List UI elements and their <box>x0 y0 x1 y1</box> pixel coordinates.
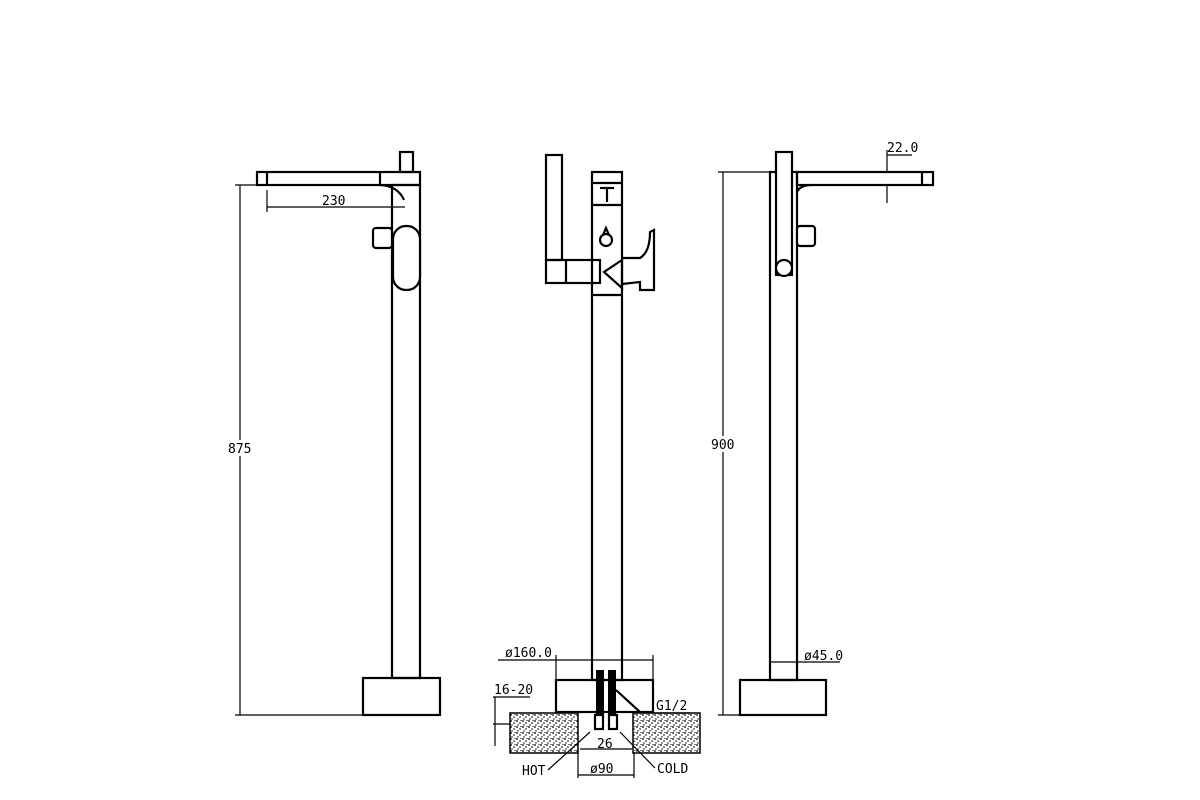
base <box>361 676 442 717</box>
lever-front <box>621 228 656 292</box>
dim-spout-length: 230 <box>322 194 345 209</box>
column-front <box>590 170 624 682</box>
dim-floor-depth: 16-20 <box>494 683 533 698</box>
escutcheon <box>554 678 655 714</box>
floor-left <box>509 712 579 754</box>
dim-pipe-spacing: 26 <box>597 737 613 752</box>
dim-height-left: 875 <box>228 442 251 457</box>
base-right <box>738 678 828 717</box>
thread-label: G1/2 <box>656 699 687 714</box>
shower-holder <box>544 258 602 285</box>
floor-right <box>632 712 701 754</box>
dim-base-diameter: ø90 <box>590 762 613 777</box>
dim-escutcheon-diameter: ø160.0 <box>505 646 552 661</box>
dim-height-right: 900 <box>711 438 734 453</box>
spout-right <box>795 170 935 187</box>
diverter-knob <box>398 150 415 174</box>
side-view-right: 22.0 900 ø45.0 <box>709 141 935 717</box>
keyhole-icon <box>598 232 614 248</box>
connector-right <box>795 224 817 248</box>
hand-shower <box>544 153 564 262</box>
hand-shower-right <box>774 150 794 277</box>
spout <box>255 170 422 187</box>
front-view: ø160.0 16-20 G1/2 26 ø90 HOT COLD <box>493 153 701 779</box>
cold-label: COLD <box>657 762 688 777</box>
shower-connector <box>371 226 394 250</box>
side-view-left: 230 875 <box>226 150 442 717</box>
dim-column-diameter: ø45.0 <box>804 649 843 664</box>
hot-label: HOT <box>522 764 546 779</box>
dim-spout-thickness: 22.0 <box>887 141 918 156</box>
lever-handle <box>391 224 422 292</box>
